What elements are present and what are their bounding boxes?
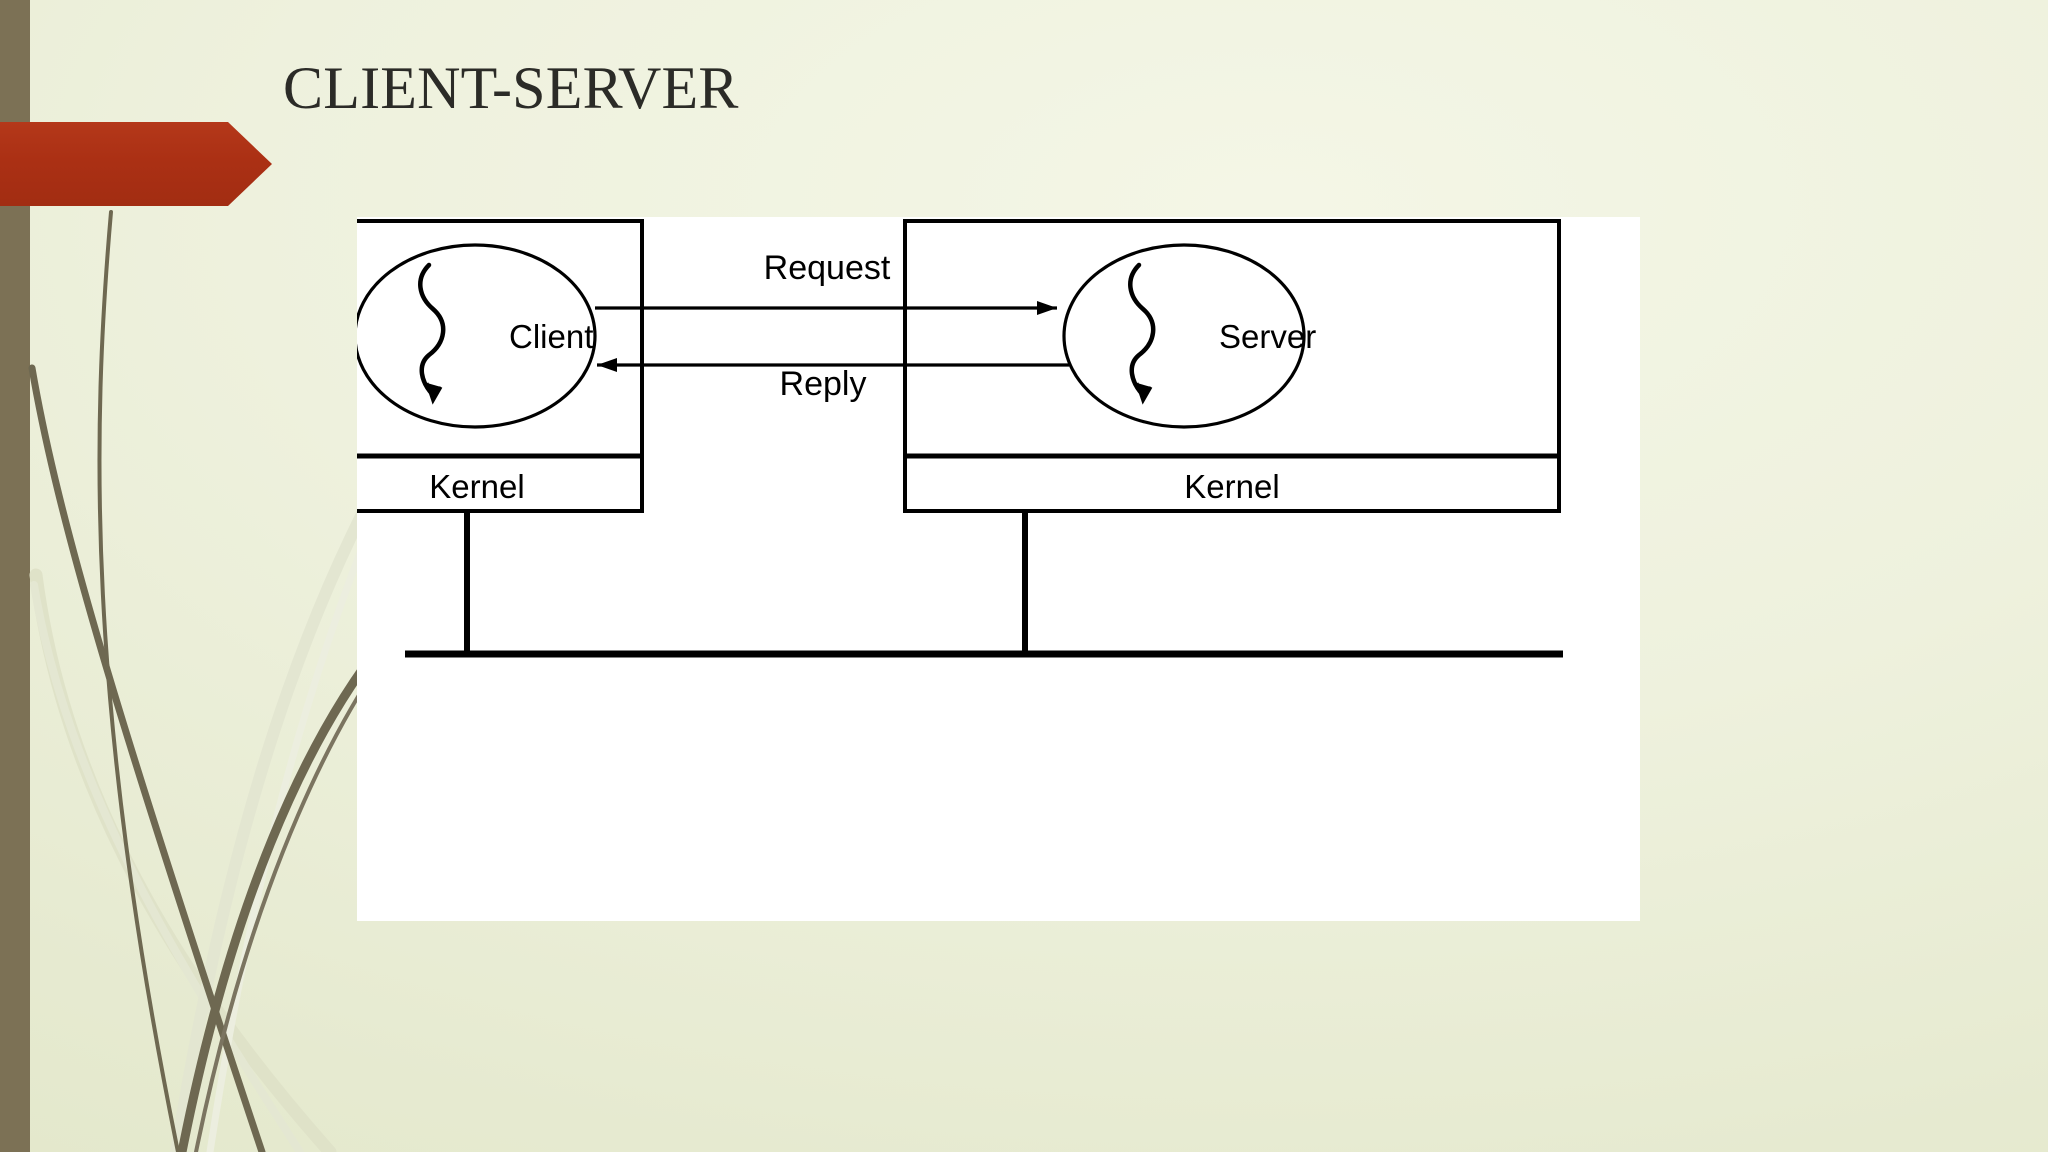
server-thread-arrow-icon — [1135, 382, 1153, 405]
server-kernel-label: Kernel — [1184, 468, 1279, 505]
request-arrowhead-icon — [1037, 301, 1057, 315]
server-thread-squiggle — [1128, 262, 1156, 398]
server-machine: Server Kernel — [903, 219, 1561, 654]
diagram-panel: Client Kernel Server Kernel — [357, 217, 1640, 921]
request-label: Request — [764, 249, 891, 287]
client-process-label: Client — [509, 318, 593, 355]
client-thread-arrow-icon — [425, 382, 443, 405]
client-process-ellipse — [357, 243, 597, 429]
request-arrow: Request — [595, 249, 1057, 315]
client-machine: Client Kernel — [357, 219, 644, 654]
client-server-diagram: Client Kernel Server Kernel — [357, 219, 1563, 658]
reply-arrowhead-icon — [597, 358, 617, 372]
banner-arrow — [0, 122, 272, 206]
reply-label: Reply — [780, 365, 867, 403]
client-kernel-label: Kernel — [429, 468, 524, 505]
server-process-label: Server — [1219, 318, 1316, 355]
reply-arrow: Reply — [597, 358, 1069, 403]
client-thread-squiggle — [418, 262, 446, 398]
server-process-ellipse — [1062, 243, 1306, 429]
page-title: CLIENT-SERVER — [283, 55, 739, 121]
